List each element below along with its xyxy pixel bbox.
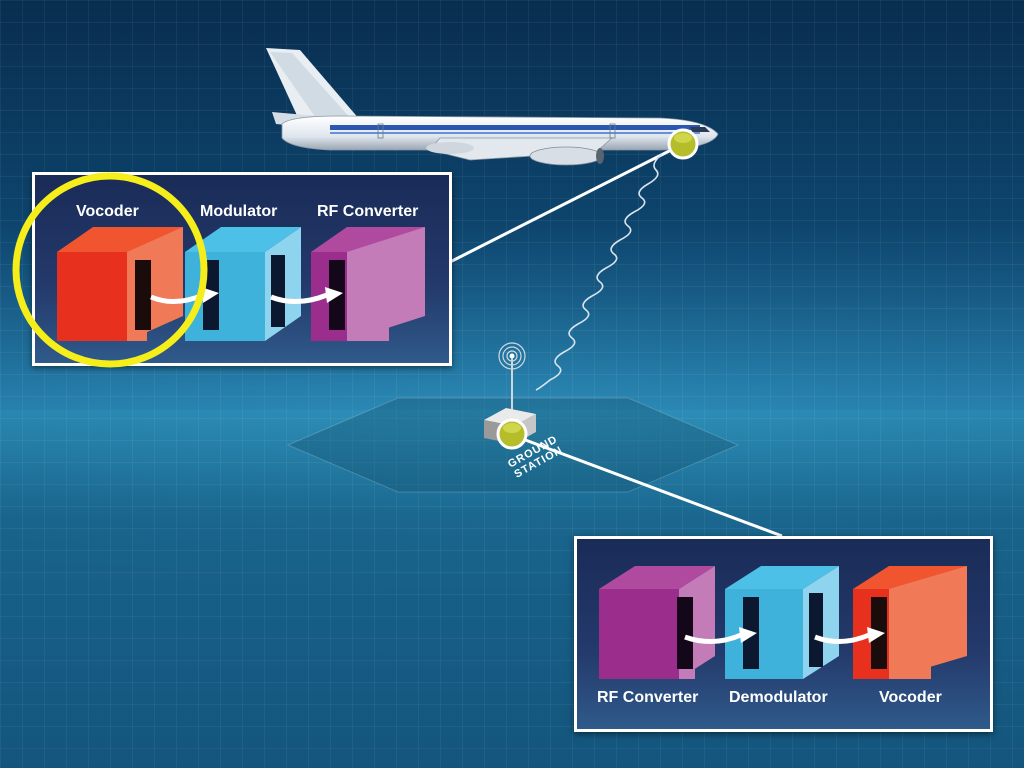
tx-rf-converter-block bbox=[311, 227, 425, 341]
arrow-icon bbox=[739, 627, 757, 643]
rx-link-line bbox=[511, 433, 783, 538]
signal-wave-icon bbox=[535, 153, 663, 391]
arrow-icon bbox=[325, 287, 343, 303]
arrow-icon bbox=[867, 627, 885, 643]
receive-chain-panel: RF Converter Demodulator Vocoder bbox=[574, 536, 993, 732]
arrow-icon bbox=[270, 292, 328, 304]
rx-rf-converter-block bbox=[599, 566, 715, 679]
rx-blocks-canvas bbox=[599, 566, 967, 679]
airplane-icon bbox=[266, 48, 719, 166]
tx-link-line bbox=[447, 142, 684, 265]
tx-modulator-block bbox=[185, 227, 301, 341]
arrow-icon bbox=[684, 632, 742, 644]
tx-block-label-modulator: Modulator bbox=[200, 203, 278, 220]
transmit-chain-panel: Vocoder Modulator RF Converter bbox=[32, 172, 452, 366]
airplane-node bbox=[667, 128, 699, 160]
tx-vocoder-block bbox=[57, 227, 183, 341]
tx-blocks-canvas bbox=[57, 227, 425, 341]
rx-block-label-demodulator: Demodulator bbox=[729, 689, 828, 706]
rx-block-label-rf-converter: RF Converter bbox=[597, 689, 699, 706]
rx-block-label-vocoder: Vocoder bbox=[879, 689, 942, 706]
arrow-icon bbox=[814, 632, 870, 644]
rx-demodulator-block bbox=[725, 566, 839, 679]
tx-block-label-rf-converter: RF Converter bbox=[317, 203, 419, 220]
rx-vocoder-block bbox=[853, 566, 967, 679]
antenna-icon bbox=[498, 342, 526, 412]
ground-station-node bbox=[496, 418, 528, 450]
